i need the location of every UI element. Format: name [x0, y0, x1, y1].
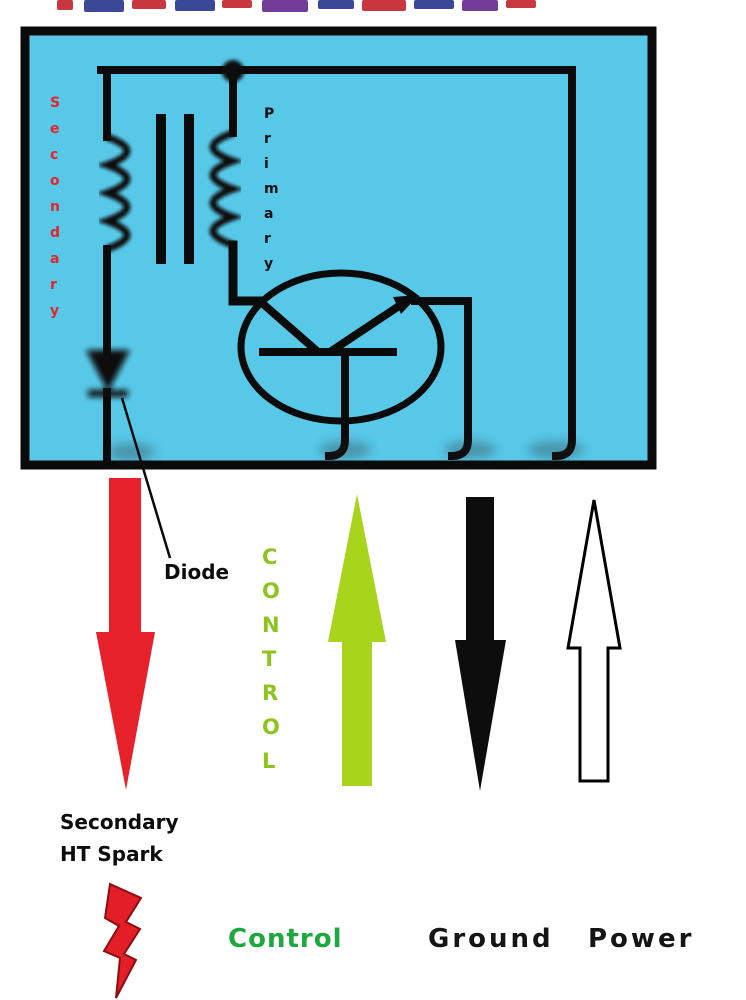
- transformer-core: [156, 114, 194, 264]
- junction-dot: [222, 60, 244, 82]
- diode-pointer-line: [120, 397, 172, 559]
- primary-coil: [209, 129, 244, 249]
- transistor-symbol: [237, 269, 445, 425]
- circuit-panel: [20, 26, 657, 470]
- primary-label: Primary: [264, 106, 279, 272]
- spark-caption-line1: Secondary: [60, 810, 179, 834]
- spark-arrow: [96, 478, 155, 790]
- transistor-circle: [237, 269, 445, 425]
- transistor-base-slant: [259, 299, 321, 356]
- transistor-arrowhead: [393, 295, 419, 314]
- transistor-emitter-slant: [327, 298, 408, 356]
- lightning-bolt-icon: [102, 882, 143, 999]
- legend-ground: Ground: [428, 924, 554, 954]
- primary-base-lead: [228, 240, 267, 306]
- ground-arrow: [455, 497, 506, 791]
- power-arrow: [566, 499, 622, 783]
- control-vertical-label: CONTROL: [262, 545, 280, 773]
- legend-power: Power: [588, 924, 695, 954]
- legend-control: Control: [228, 924, 343, 954]
- clipped-title-fragments: [57, 0, 536, 12]
- diode-symbol: [86, 350, 130, 397]
- secondary-coil: [96, 133, 131, 253]
- ink-smudges: [107, 441, 584, 461]
- diode-label: Diode: [164, 560, 230, 584]
- spark-caption-line2: HT Spark: [60, 842, 163, 866]
- control-arrow: [328, 494, 386, 786]
- secondary-label: Secondary: [50, 95, 61, 319]
